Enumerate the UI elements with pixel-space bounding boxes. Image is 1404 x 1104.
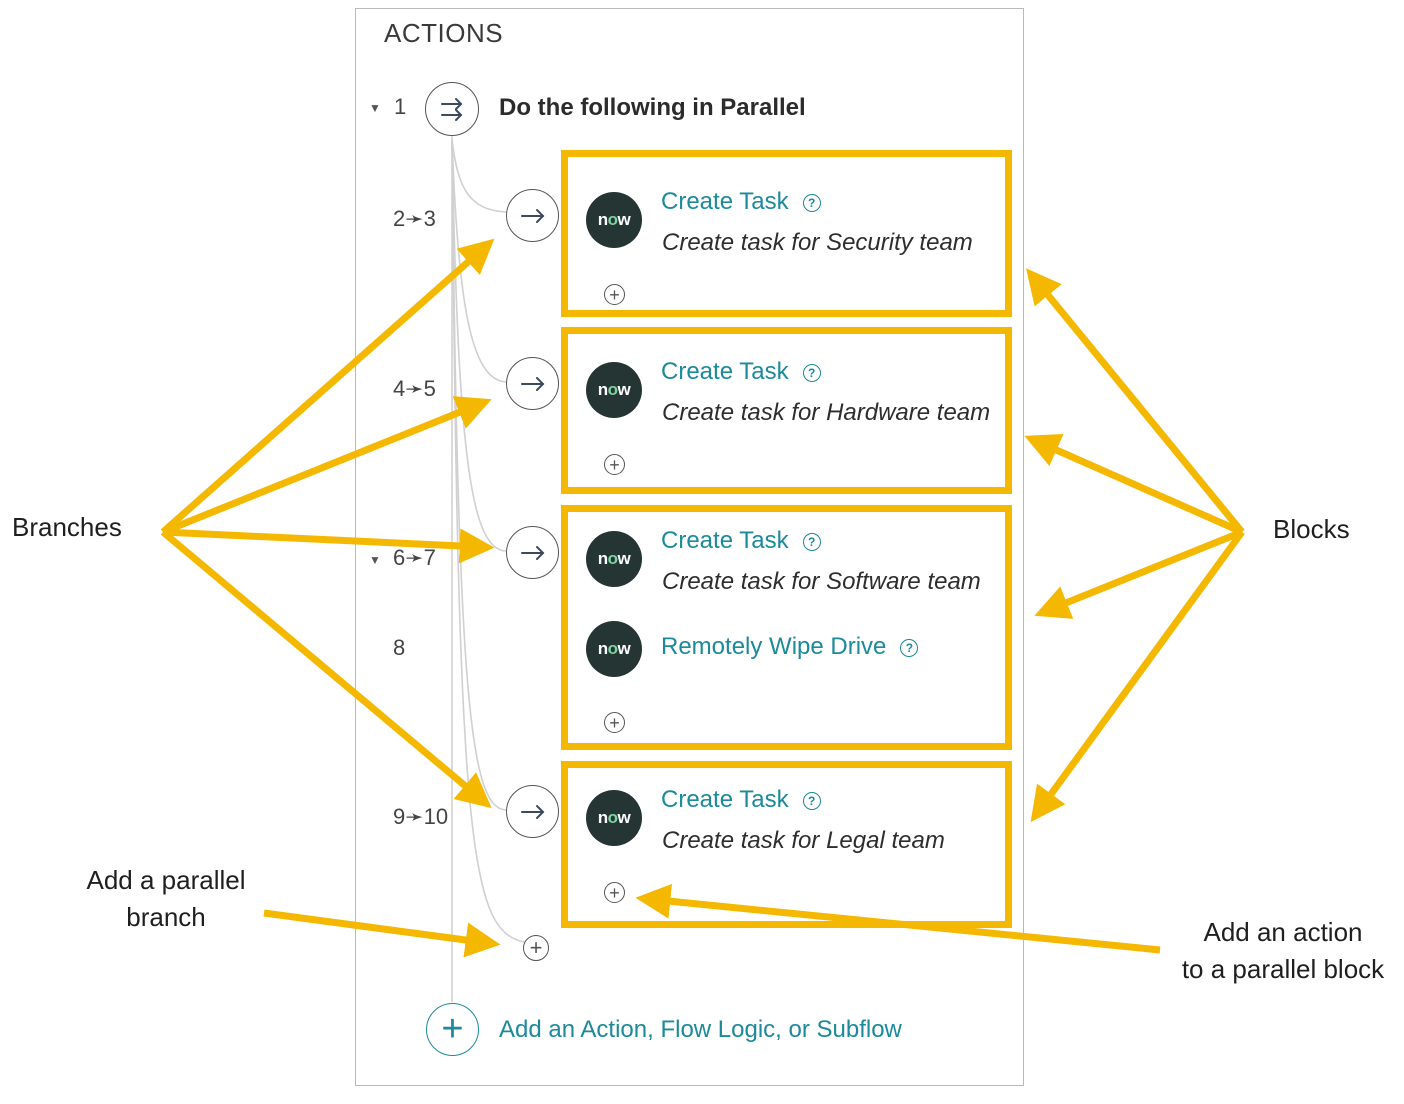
- add-parallel-branch-button[interactable]: +: [523, 935, 549, 961]
- action-title[interactable]: Create Task?: [661, 358, 821, 386]
- action-title[interactable]: Create Task?: [661, 786, 821, 814]
- arrow-right-icon[interactable]: [506, 357, 559, 410]
- help-icon[interactable]: ?: [802, 791, 821, 810]
- plus-circle-icon[interactable]: +: [604, 284, 625, 305]
- step-number: 1: [394, 94, 407, 119]
- help-icon[interactable]: ?: [802, 532, 821, 551]
- add-action-button[interactable]: +: [426, 1003, 479, 1056]
- parallel-arrows-icon: [425, 82, 479, 136]
- action-step-label: 8: [393, 635, 406, 660]
- plus-circle-icon[interactable]: +: [604, 454, 625, 475]
- caret-down-icon[interactable]: ▼: [369, 101, 381, 115]
- action-description: Create task for Security team: [662, 229, 973, 256]
- callout-branches: Branches: [12, 512, 122, 542]
- arrow-right-icon[interactable]: [506, 526, 559, 579]
- action-description: Create task for Software team: [662, 568, 981, 595]
- help-icon[interactable]: ?: [900, 638, 919, 657]
- branch-step-label: 2➛3: [393, 206, 436, 231]
- add-action-link[interactable]: Add an Action, Flow Logic, or Subflow: [499, 1016, 902, 1043]
- arrow-right-icon[interactable]: [506, 189, 559, 242]
- parallel-step-title[interactable]: Do the following in Parallel: [499, 94, 806, 121]
- arrow-right-icon[interactable]: [506, 785, 559, 838]
- branch-step-label: 6➛7: [393, 545, 436, 570]
- parallel-block: [561, 150, 1012, 317]
- callout-add-parallel-branch: Add a parallel branch: [86, 865, 246, 932]
- action-description: Create task for Legal team: [662, 827, 945, 854]
- caret-down-icon[interactable]: ▼: [369, 553, 381, 567]
- plus-circle-icon[interactable]: +: [604, 882, 625, 903]
- help-icon[interactable]: ?: [802, 363, 821, 382]
- callout-add-action-block: Add an action to a parallel block: [1181, 917, 1385, 984]
- action-title[interactable]: Create Task?: [661, 188, 821, 216]
- branch-step-label: 4➛5: [393, 376, 436, 401]
- callout-blocks: Blocks: [1273, 514, 1350, 544]
- plus-circle-icon[interactable]: +: [604, 712, 625, 733]
- panel-header: ACTIONS: [384, 18, 504, 48]
- branch-step-label: 9➛10: [393, 804, 449, 829]
- action-title[interactable]: Remotely Wipe Drive?: [661, 633, 919, 661]
- help-icon[interactable]: ?: [802, 193, 821, 212]
- parallel-block: [561, 327, 1012, 494]
- action-title[interactable]: Create Task?: [661, 527, 821, 555]
- action-description: Create task for Hardware team: [662, 399, 991, 426]
